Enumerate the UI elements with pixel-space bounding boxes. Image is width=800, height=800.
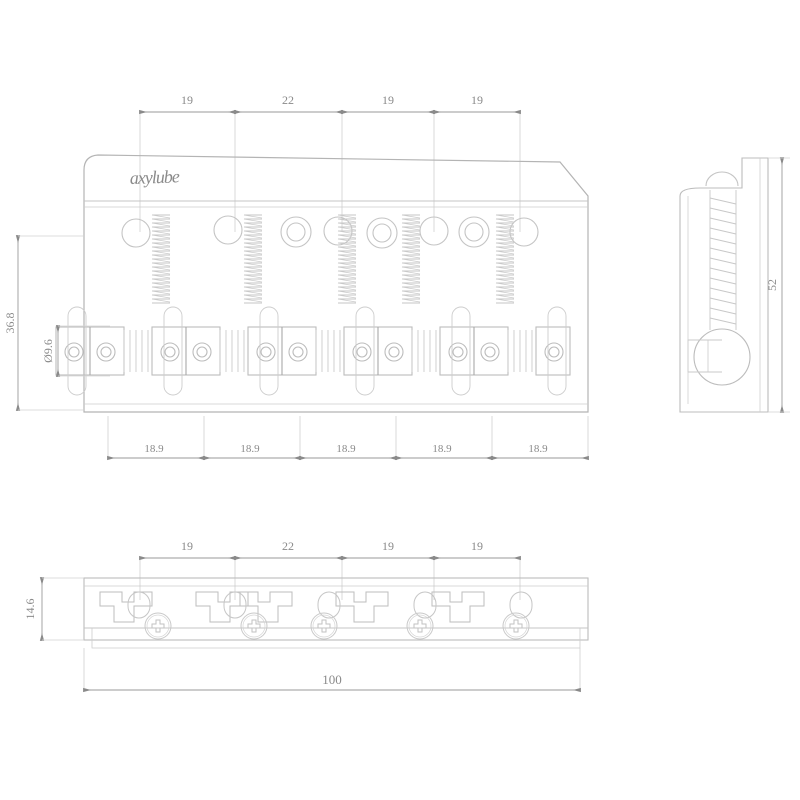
dim-label-saddle-4: 18.9 [432, 443, 452, 455]
body-height-dimension: 36.8 [3, 235, 84, 411]
top-view: 19 22 19 19 axylube [3, 93, 589, 461]
dim-label-hole-diameter: Ø9.6 [41, 339, 55, 363]
dim-label-saddle-1: 18.9 [144, 443, 164, 455]
side-view: 52 [679, 157, 790, 413]
hole-diameter-dimension: Ø9.6 [41, 325, 110, 377]
dim-label-front-height: 14.6 [23, 599, 37, 620]
bridge-plate-outline [83, 154, 589, 413]
brand-logo-text: axylube [129, 166, 180, 188]
front-view: 19 22 19 19 [23, 539, 589, 693]
dim-label-body-height: 36.8 [3, 313, 17, 334]
dim-label-front-2: 22 [282, 539, 294, 553]
string-spacing-top-dimension: 19 22 19 19 [139, 93, 521, 232]
dim-label-top-3: 19 [382, 93, 394, 107]
dim-label-front-1: 19 [181, 539, 193, 553]
saddles-row [55, 306, 571, 396]
front-mounting-screws [144, 612, 530, 640]
dim-label-saddle-2: 18.9 [240, 443, 260, 455]
dim-label-side-height: 52 [765, 279, 779, 291]
side-screw-thread [709, 197, 737, 325]
overall-width-dimension: 100 [83, 648, 581, 693]
dim-label-front-3: 19 [382, 539, 394, 553]
dim-label-saddle-3: 18.9 [336, 443, 356, 455]
dim-label-saddle-5: 18.9 [528, 443, 548, 455]
brand-logo: axylube [129, 166, 180, 188]
front-saddles [99, 591, 533, 623]
saddle-spacing-dimension: 18.9 18.9 18.9 18.9 18.9 [107, 416, 589, 461]
front-height-dimension: 14.6 [23, 577, 84, 641]
dim-label-front-4: 19 [471, 539, 483, 553]
dim-label-top-4: 19 [471, 93, 483, 107]
dim-label-top-1: 19 [181, 93, 193, 107]
string-holes-row [121, 215, 539, 249]
dim-label-top-2: 22 [282, 93, 294, 107]
dim-label-overall-width: 100 [322, 672, 342, 687]
string-spacing-front-dimension: 19 22 19 19 [139, 539, 521, 600]
front-base-plate [83, 577, 589, 649]
side-height-dimension: 52 [765, 157, 790, 413]
